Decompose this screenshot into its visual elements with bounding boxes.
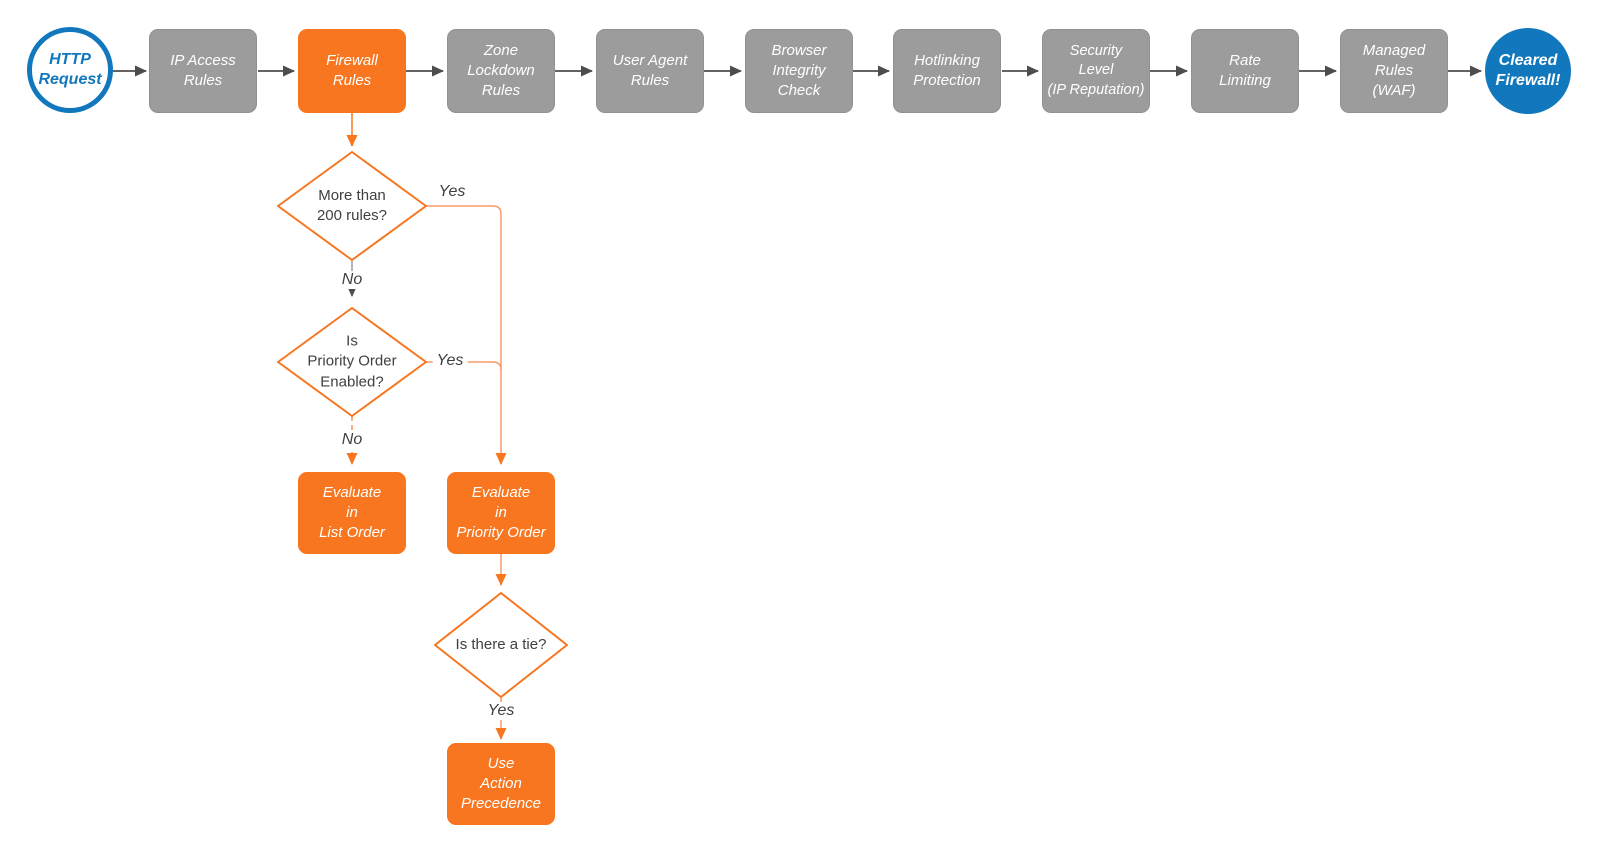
node-ip-access-rules-label: IP Access Rules (170, 52, 236, 89)
node-browser-integrity-check: Browser Integrity Check (745, 29, 853, 113)
node-zone-lockdown-rules-label: Zone Lockdown Rules (467, 42, 535, 99)
node-http-request-label: HTTP Request (38, 51, 102, 88)
node-user-agent-rules: User Agent Rules (596, 29, 704, 113)
edge-decision-200-yes (426, 205, 507, 465)
node-browser-integrity-check-label: Browser Integrity Check (771, 42, 827, 99)
decision-priority-order-enabled-shape (277, 307, 427, 417)
node-zone-lockdown-rules: Zone Lockdown Rules (447, 29, 555, 113)
node-use-action-precedence: Use Action Precedence (447, 743, 555, 825)
edge-label-more-than-200-yes: Yes (434, 183, 470, 201)
node-evaluate-list-order: Evaluate in List Order (298, 472, 406, 554)
node-ip-access-rules: IP Access Rules (149, 29, 257, 113)
node-hotlinking-protection: Hotlinking Protection (893, 29, 1001, 113)
node-cleared-firewall: Cleared Firewall! (1485, 28, 1571, 114)
node-firewall-rules-label: Firewall Rules (326, 52, 378, 89)
node-evaluate-priority-order-label: Evaluate in Priority Order (456, 484, 546, 541)
edge-label-priority-enabled-yes: Yes (432, 352, 468, 370)
node-evaluate-priority-order: Evaluate in Priority Order (447, 472, 555, 554)
node-rate-limiting: Rate Limiting (1191, 29, 1299, 113)
edge-priority-enabled-yes (426, 361, 502, 371)
node-http-request: HTTP Request (27, 27, 113, 113)
node-use-action-precedence-label: Use Action Precedence (460, 755, 542, 812)
edge-label-tie-yes: Yes (483, 702, 519, 720)
decision-priority-order-enabled-label: Is Priority Order Enabled? (307, 332, 397, 391)
node-user-agent-rules-label: User Agent Rules (612, 52, 688, 89)
edge-label-more-than-200-no: No (337, 271, 367, 289)
node-cleared-firewall-label: Cleared Firewall! (1495, 52, 1561, 89)
node-firewall-rules: Firewall Rules (298, 29, 406, 113)
node-rate-limiting-label: Rate Limiting (1219, 52, 1271, 89)
node-evaluate-list-order-label: Evaluate in List Order (319, 484, 385, 541)
node-security-level-label: Security Level (IP Reputation) (1047, 43, 1145, 98)
node-managed-rules-waf-label: Managed Rules (WAF) (1362, 42, 1426, 99)
decision-is-there-a-tie-shape (434, 592, 568, 698)
decision-more-than-200-rules-shape (277, 151, 427, 261)
decision-is-there-a-tie-label: Is there a tie? (455, 635, 547, 653)
node-security-level: Security Level (IP Reputation) (1042, 29, 1150, 113)
decision-more-than-200-rules-label: More than 200 rules? (316, 186, 388, 224)
node-managed-rules-waf: Managed Rules (WAF) (1340, 29, 1448, 113)
node-hotlinking-protection-label: Hotlinking Protection (913, 52, 981, 89)
edge-label-priority-enabled-no: No (337, 431, 367, 449)
